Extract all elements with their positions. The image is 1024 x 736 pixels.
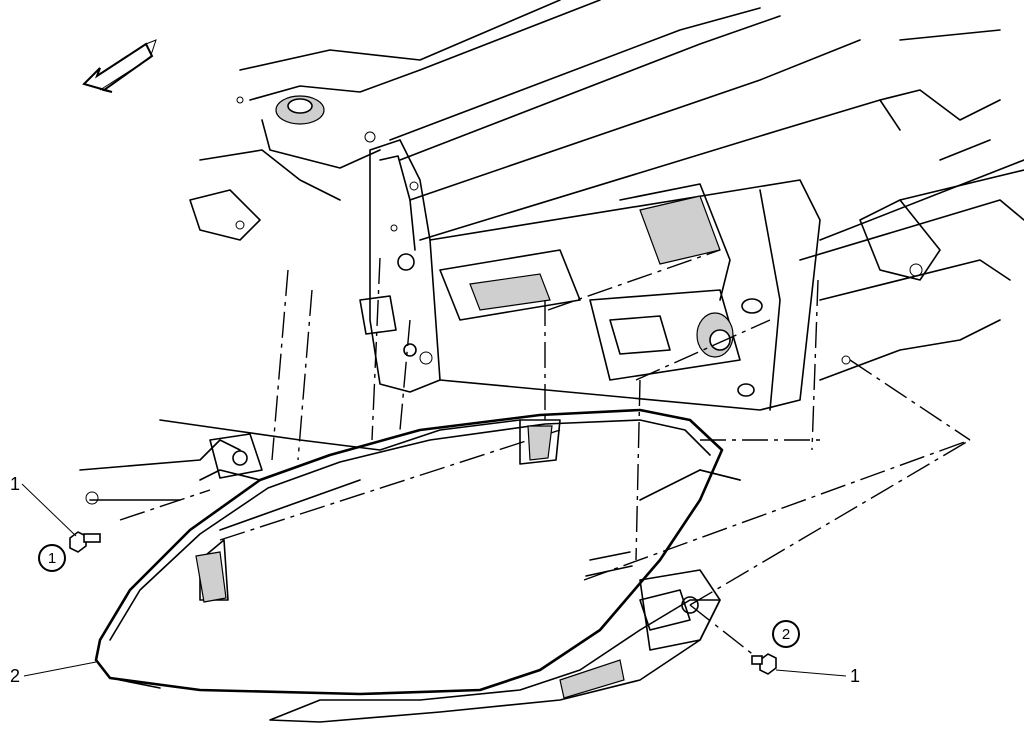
- alignment-guide-lines: [119, 249, 971, 661]
- callout-label-1-left: 1: [10, 474, 20, 494]
- bolt-icon: [69, 531, 101, 553]
- step-marker-1: 1: [38, 544, 66, 572]
- svg-text:1: 1: [48, 550, 56, 567]
- callout-label-2-left: 2: [10, 666, 20, 686]
- bolt-icon: [751, 653, 777, 675]
- front-direction-arrow-icon: [82, 39, 157, 93]
- callout-label-1-right: 1: [850, 666, 860, 686]
- headlamp-assembly: [94, 408, 741, 723]
- callout-leaders: [21, 483, 847, 677]
- step-marker-2: 2: [772, 620, 800, 648]
- vehicle-body-structure: [79, 0, 1024, 651]
- svg-text:2: 2: [782, 626, 790, 643]
